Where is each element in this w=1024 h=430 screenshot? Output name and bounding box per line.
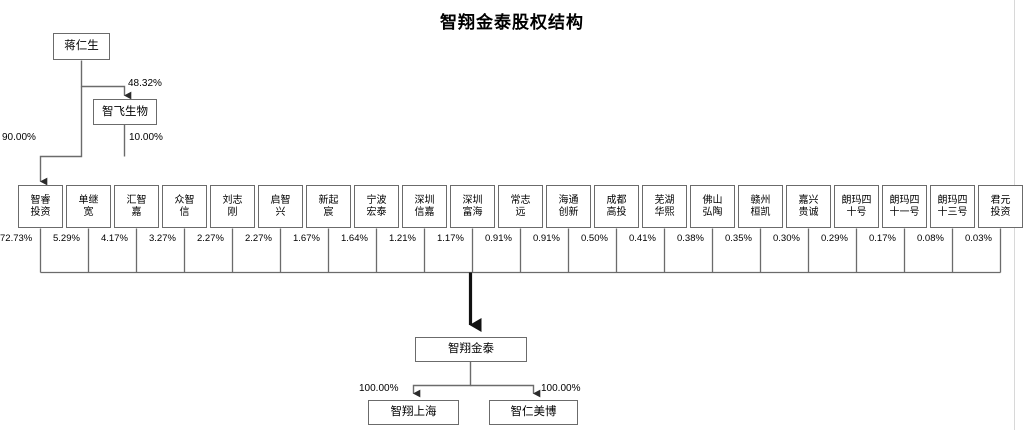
shareholder-pct-13: 0.50% (581, 233, 608, 244)
shareholder-name-line1: 智睿 (30, 195, 51, 207)
shareholder-pct-15: 0.38% (677, 233, 704, 244)
shareholder-pct-1: 72.73% (0, 233, 33, 244)
node-ultimate-controller[interactable]: 蒋仁生 (53, 33, 110, 60)
shareholder-name-line1: 启智 (270, 195, 291, 207)
shareholder-name-line2: 华熙 (654, 206, 675, 218)
shareholder-box-19[interactable]: 朗玛四十一号 (882, 185, 927, 228)
node-subsidiary-2[interactable]: 智仁美博 (489, 400, 578, 425)
pct-controller-to-zhirui: 90.00% (2, 132, 36, 143)
shareholder-name-line2: 宸 (323, 206, 334, 218)
shareholder-name-line2: 信嘉 (414, 206, 435, 218)
shareholder-name-line2: 创新 (558, 206, 579, 218)
shareholder-box-5[interactable]: 刘志刚 (210, 185, 255, 228)
node-target-company[interactable]: 智翔金泰 (415, 337, 527, 362)
shareholder-pct-10: 1.17% (437, 233, 464, 244)
shareholder-name-line1: 深圳 (414, 195, 435, 207)
shareholder-name-line1: 宁波 (366, 195, 387, 207)
shareholder-box-15[interactable]: 佛山弘陶 (690, 185, 735, 228)
shareholder-pct-9: 1.21% (389, 233, 416, 244)
shareholder-name-line1: 新起 (318, 195, 339, 207)
shareholder-name-line2: 高投 (606, 206, 627, 218)
shareholder-name-line1: 成都 (606, 195, 627, 207)
shareholder-name-line1: 朗玛四 (889, 195, 920, 207)
shareholder-pct-14: 0.41% (629, 233, 656, 244)
shareholder-name-line2: 刚 (227, 206, 238, 218)
shareholder-name-line1: 佛山 (702, 195, 723, 207)
shareholder-pct-3: 4.17% (101, 233, 128, 244)
shareholder-box-21[interactable]: 君元投资 (978, 185, 1023, 228)
shareholder-box-1[interactable]: 智睿投资 (18, 185, 63, 228)
shareholder-box-4[interactable]: 众智信 (162, 185, 207, 228)
shareholder-box-16[interactable]: 赣州桓凯 (738, 185, 783, 228)
shareholder-pct-18: 0.29% (821, 233, 848, 244)
shareholder-box-7[interactable]: 新起宸 (306, 185, 351, 228)
shareholder-pct-21: 0.03% (965, 233, 992, 244)
shareholder-box-10[interactable]: 深圳富海 (450, 185, 495, 228)
shareholder-pct-7: 1.67% (293, 233, 320, 244)
shareholder-box-8[interactable]: 宁波宏泰 (354, 185, 399, 228)
shareholder-box-14[interactable]: 芜湖华熙 (642, 185, 687, 228)
shareholder-box-2[interactable]: 单继宽 (66, 185, 111, 228)
shareholder-name-line2: 远 (515, 206, 526, 218)
shareholder-name-line1: 众智 (174, 195, 195, 207)
shareholder-name-line1: 芜湖 (654, 195, 675, 207)
shareholder-name-line2: 十一号 (889, 206, 920, 218)
shareholder-box-9[interactable]: 深圳信嘉 (402, 185, 447, 228)
shareholder-name-line1: 君元 (990, 195, 1011, 207)
shareholder-name-line1: 海通 (558, 195, 579, 207)
shareholder-box-12[interactable]: 海通创新 (546, 185, 591, 228)
shareholder-name-line2: 贵诚 (798, 206, 819, 218)
shareholder-box-20[interactable]: 朗玛四十三号 (930, 185, 975, 228)
shareholder-pct-12: 0.91% (533, 233, 560, 244)
shareholder-name-line2: 弘陶 (702, 206, 723, 218)
shareholder-name-line2: 投资 (30, 206, 51, 218)
shareholder-box-11[interactable]: 常志远 (498, 185, 543, 228)
pct-controller-to-intermediate: 48.32% (128, 78, 162, 89)
shareholder-name-line1: 汇智 (126, 195, 147, 207)
shareholder-name-line1: 朗玛四 (841, 195, 872, 207)
node-subsidiary-1[interactable]: 智翔上海 (368, 400, 459, 425)
shareholder-box-17[interactable]: 嘉兴贵诚 (786, 185, 831, 228)
pct-subsidiary-1: 100.00% (359, 383, 399, 394)
shareholder-pct-11: 0.91% (485, 233, 512, 244)
pct-intermediate-to-zhirui: 10.00% (129, 132, 163, 143)
shareholder-pct-2: 5.29% (53, 233, 80, 244)
shareholder-pct-20: 0.08% (917, 233, 944, 244)
shareholder-name-line1: 单继 (78, 195, 99, 207)
shareholder-name-line1: 刘志 (222, 195, 243, 207)
shareholder-pct-16: 0.35% (725, 233, 752, 244)
shareholder-name-line2: 宏泰 (366, 206, 387, 218)
shareholder-name-line2: 富海 (462, 206, 483, 218)
shareholder-name-line2: 兴 (275, 206, 286, 218)
shareholder-name-line1: 常志 (510, 195, 531, 207)
node-intermediate-company[interactable]: 智飞生物 (93, 99, 157, 125)
shareholder-name-line1: 朗玛四 (937, 195, 968, 207)
shareholder-pct-4: 3.27% (149, 233, 176, 244)
shareholder-box-6[interactable]: 启智兴 (258, 185, 303, 228)
shareholder-name-line1: 赣州 (750, 195, 771, 207)
shareholder-name-line2: 嘉 (131, 206, 142, 218)
shareholder-pct-17: 0.30% (773, 233, 800, 244)
shareholder-pct-6: 2.27% (245, 233, 272, 244)
shareholder-name-line2: 宽 (83, 206, 94, 218)
shareholder-name-line1: 嘉兴 (798, 195, 819, 207)
shareholder-box-18[interactable]: 朗玛四十号 (834, 185, 879, 228)
shareholder-name-line2: 十三号 (937, 206, 968, 218)
shareholder-pct-19: 0.17% (869, 233, 896, 244)
shareholder-name-line1: 深圳 (462, 195, 483, 207)
shareholder-name-line2: 十号 (846, 206, 867, 218)
shareholder-pct-8: 1.64% (341, 233, 368, 244)
shareholder-box-3[interactable]: 汇智嘉 (114, 185, 159, 228)
shareholder-pct-5: 2.27% (197, 233, 224, 244)
shareholder-box-13[interactable]: 成都高投 (594, 185, 639, 228)
shareholder-name-line2: 投资 (990, 206, 1011, 218)
page-title: 智翔金泰股权结构 (440, 13, 584, 32)
shareholder-name-line2: 桓凯 (750, 206, 771, 218)
pct-subsidiary-2: 100.00% (541, 383, 581, 394)
shareholder-name-line2: 信 (179, 206, 190, 218)
